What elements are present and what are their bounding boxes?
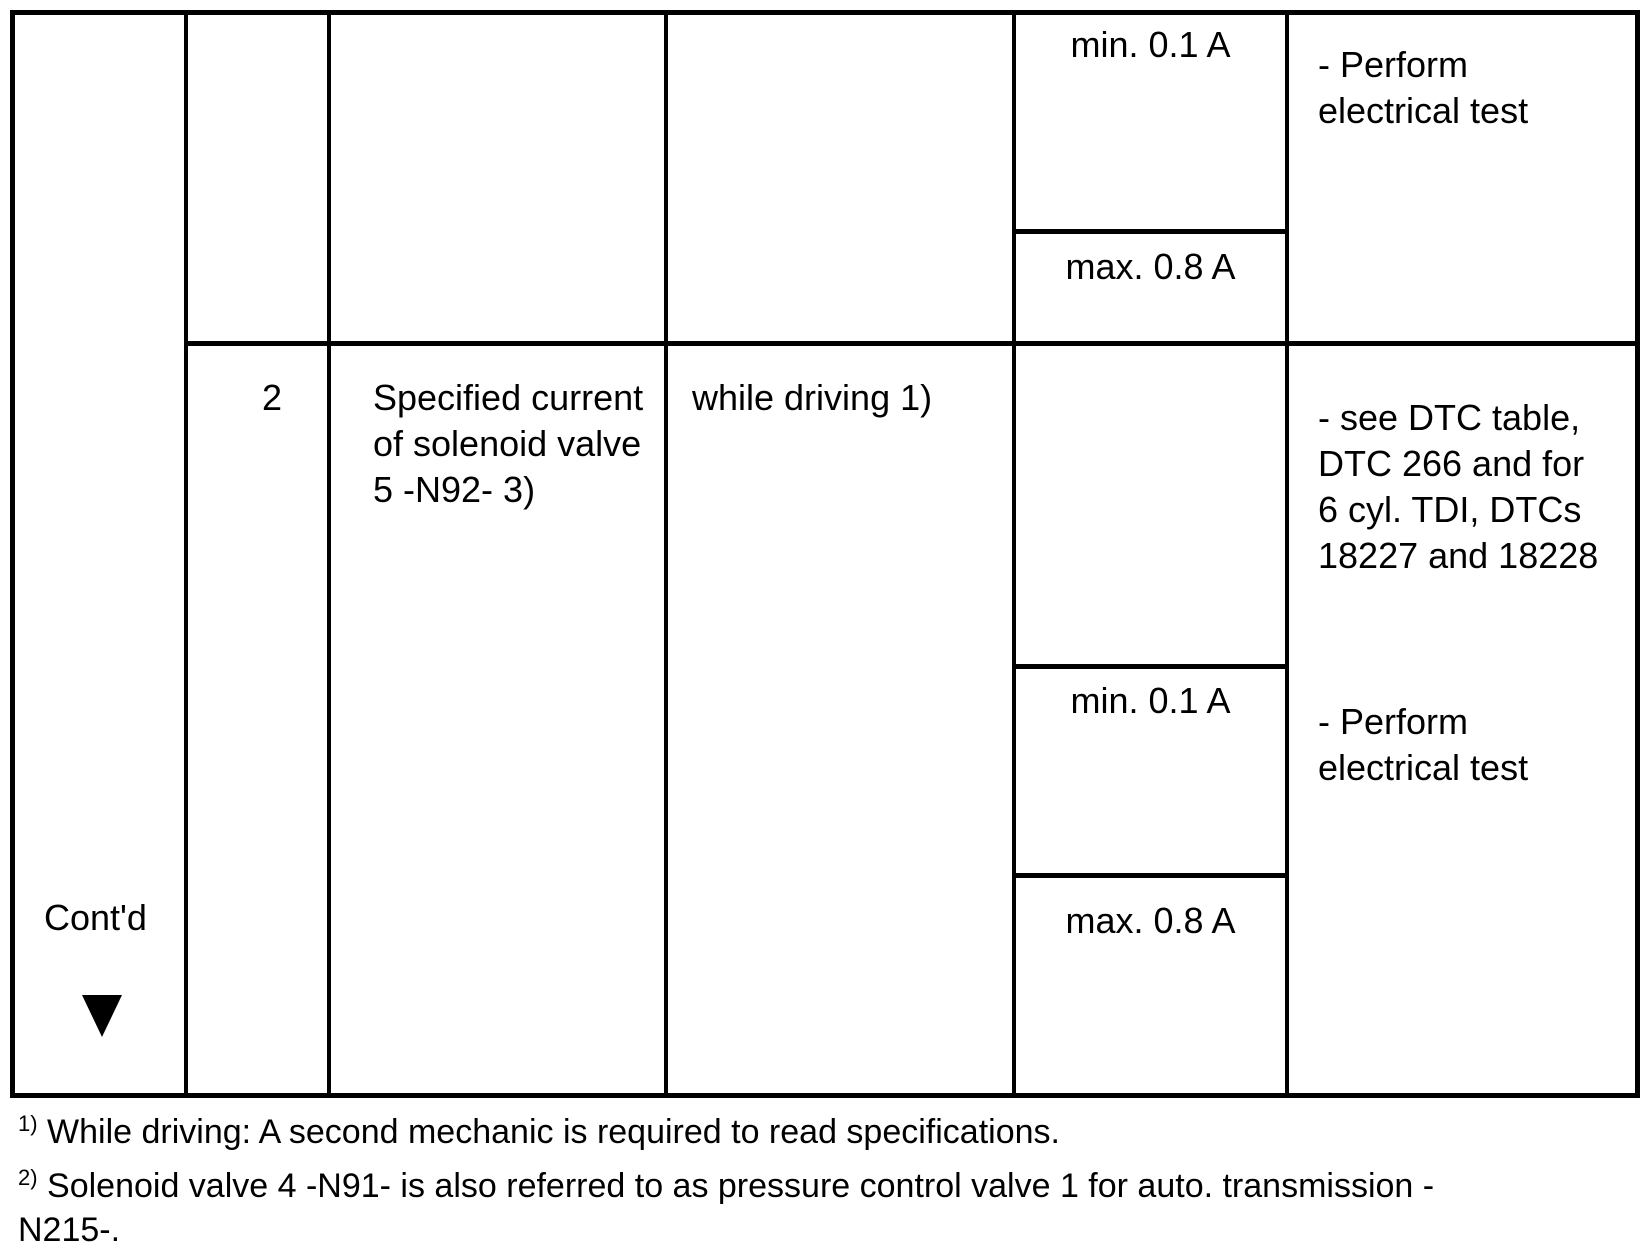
remark-text: - Perform electrical test [1318,44,1529,131]
footnote-marker: 2) [18,1165,38,1190]
spec-divider-row2-b [1012,873,1289,878]
spec-divider-row2-a [1012,664,1289,669]
footnote-text: While driving: A second mechanic is requ… [47,1113,1060,1151]
spec-max-value: max. 0.8 A [1065,246,1236,287]
spec-min-value: min. 0.1 A [1070,680,1231,721]
footnote-1: 1) While driving: A second mechanic is r… [18,1106,1060,1158]
column-divider-1 [184,10,188,1098]
footnote-marker: 1) [18,1111,38,1136]
row-divider [184,341,1640,346]
table-border-left [10,10,15,1098]
footnote-text: Solenoid valve 4 -N91- is also referred … [47,1167,1435,1205]
footnote-2: 2) Solenoid valve 4 -N91- is also referr… [18,1160,1434,1212]
row-number: 2 [262,377,283,418]
condition-text: while driving 1) [692,377,933,418]
column-divider-5 [1285,10,1289,1098]
spec-max-value: max. 0.8 A [1065,900,1236,941]
remark-text: - Perform electrical test [1318,701,1529,788]
table-border-right [1635,10,1640,1098]
column-divider-4 [1012,10,1016,1098]
spec-divider-row1 [1012,229,1289,234]
column-divider-2 [327,10,331,1098]
column-divider-3 [664,10,668,1098]
spec-min-value: min. 0.1 A [1070,24,1231,65]
footnote-2-continuation: N215-. [18,1211,121,1249]
down-triangle-icon[interactable] [82,995,122,1037]
description-text: Specified current of solenoid valve 5 -N… [373,377,644,510]
table-border-top [10,10,1640,15]
table-border-bottom [10,1093,1640,1098]
contd-label: Cont'd [44,897,147,938]
remark-dtc-text: - see DTC table, DTC 266 and for 6 cyl. … [1318,397,1599,576]
